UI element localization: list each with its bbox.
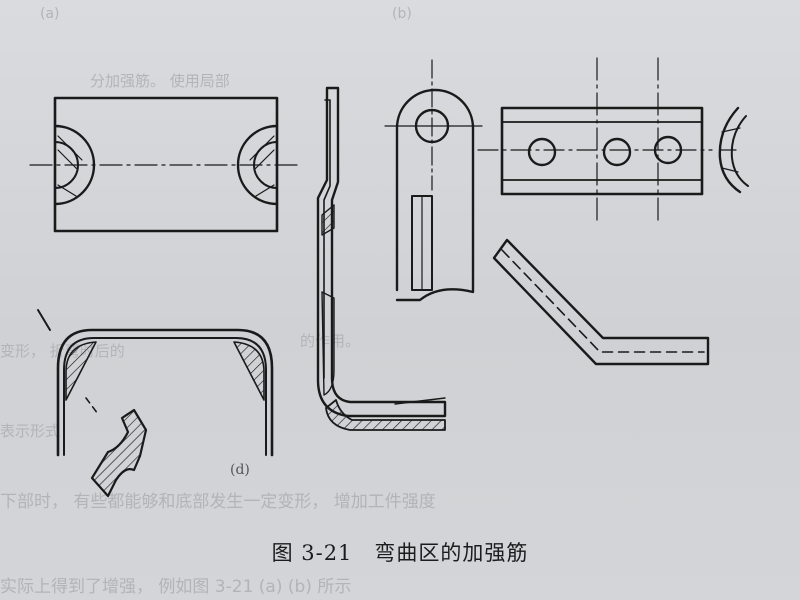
figure-number: 图 3-21 [271,541,353,565]
view-c-top-plan [477,57,749,223]
view-a-section [37,309,274,498]
view-b-side-profile [316,86,447,431]
figure-caption: 图 3-21 弯曲区的加强筋 [0,537,800,567]
view-a-top-plan [29,96,299,233]
view-b-front [384,59,483,302]
view-c-side-profile [492,238,710,366]
figure-title: 弯曲区的加强筋 [374,541,529,565]
sub-figure-label-d: (d) [230,462,250,478]
